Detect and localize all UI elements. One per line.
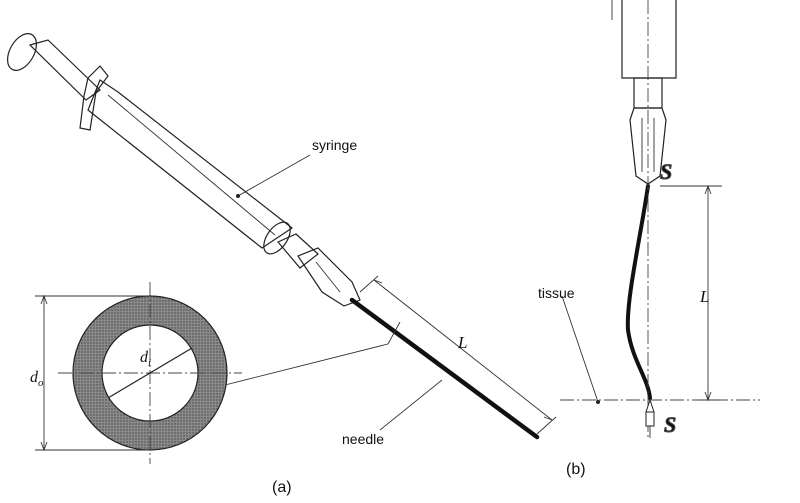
panel-b-label: (b) [566,461,586,478]
tissue-label: tissue [538,285,575,301]
outer-diameter-label: do [30,369,44,389]
needle-cross-section [35,282,242,464]
inner-diameter-label: di [140,349,151,369]
length-label-b: L [699,287,709,306]
length-label-a: L [457,333,467,352]
needle-leader [379,379,443,431]
force-label-bottom: S [664,412,676,437]
syringe-drawing [6,33,540,440]
needle-label: needle [342,431,384,447]
length-dimension-b [660,184,722,402]
clamp-drawing [611,0,677,440]
syringe-leader [236,154,311,198]
panel-a-label: (a) [272,479,292,496]
length-dimension-a [359,275,557,435]
force-label-top: S [660,159,672,184]
section-connector [224,343,389,386]
tissue-line [560,295,760,404]
section-connector-tick [387,321,401,345]
syringe-label: syringe [312,137,357,153]
